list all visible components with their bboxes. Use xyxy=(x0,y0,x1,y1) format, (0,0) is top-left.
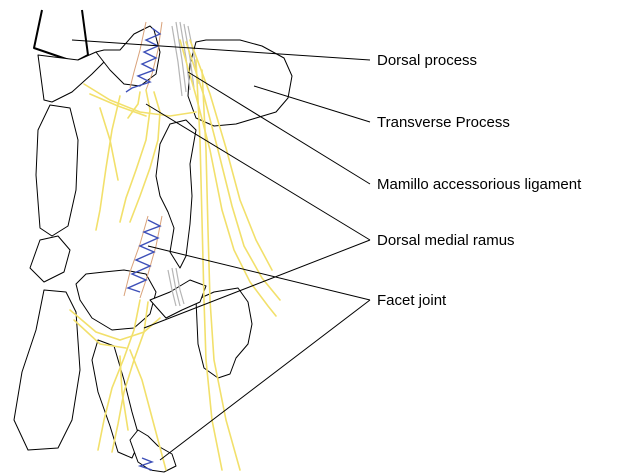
label-transverse-process: Transverse Process xyxy=(377,114,510,131)
bottom-facet-nub xyxy=(130,430,176,472)
middle-vertebra-body xyxy=(156,120,196,268)
label-facet-joint: Facet joint xyxy=(377,292,447,309)
nerve-upper-branch-7 xyxy=(128,92,140,118)
label-mamillo-ligament: Mamillo accessorious ligament xyxy=(377,176,582,193)
left-column-block-1 xyxy=(36,105,78,236)
labels: Dorsal process Transverse Process Mamill… xyxy=(377,52,582,309)
upper-left-process xyxy=(38,52,108,102)
left-column-block-3 xyxy=(14,290,80,450)
bone-outlines xyxy=(14,10,292,472)
leader-facet-joint-lower xyxy=(160,300,370,460)
label-dorsal-process: Dorsal process xyxy=(377,52,477,69)
left-column-block-2 xyxy=(30,236,70,282)
dorsal-process-outline xyxy=(34,10,88,62)
label-dorsal-medial-ramus: Dorsal medial ramus xyxy=(377,232,515,249)
nerve-upper-branch-5 xyxy=(96,96,120,230)
